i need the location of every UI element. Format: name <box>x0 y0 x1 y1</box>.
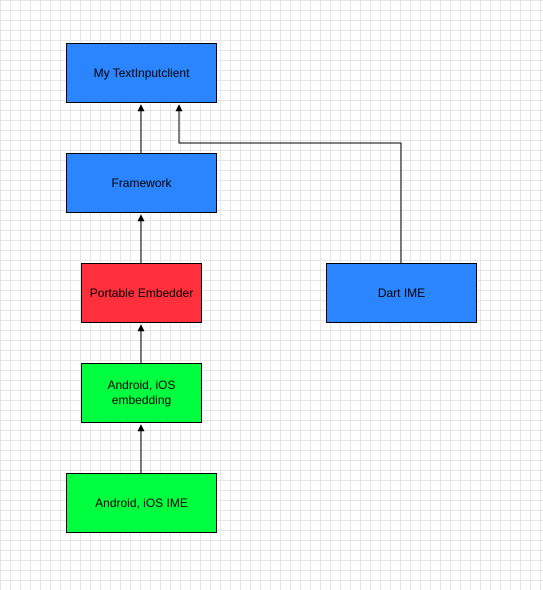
node-dart-ime: Dart IME <box>326 263 477 323</box>
node-my-textinputclient: My TextInputclient <box>66 43 217 103</box>
node-framework: Framework <box>66 153 217 213</box>
node-android-ios-embedding: Android, iOS embedding <box>81 363 202 423</box>
node-android-ios-ime: Android, iOS IME <box>66 473 217 533</box>
node-portable-embedder: Portable Embedder <box>81 263 202 323</box>
edge-dart-ime-to-textinputclient <box>175 104 402 263</box>
